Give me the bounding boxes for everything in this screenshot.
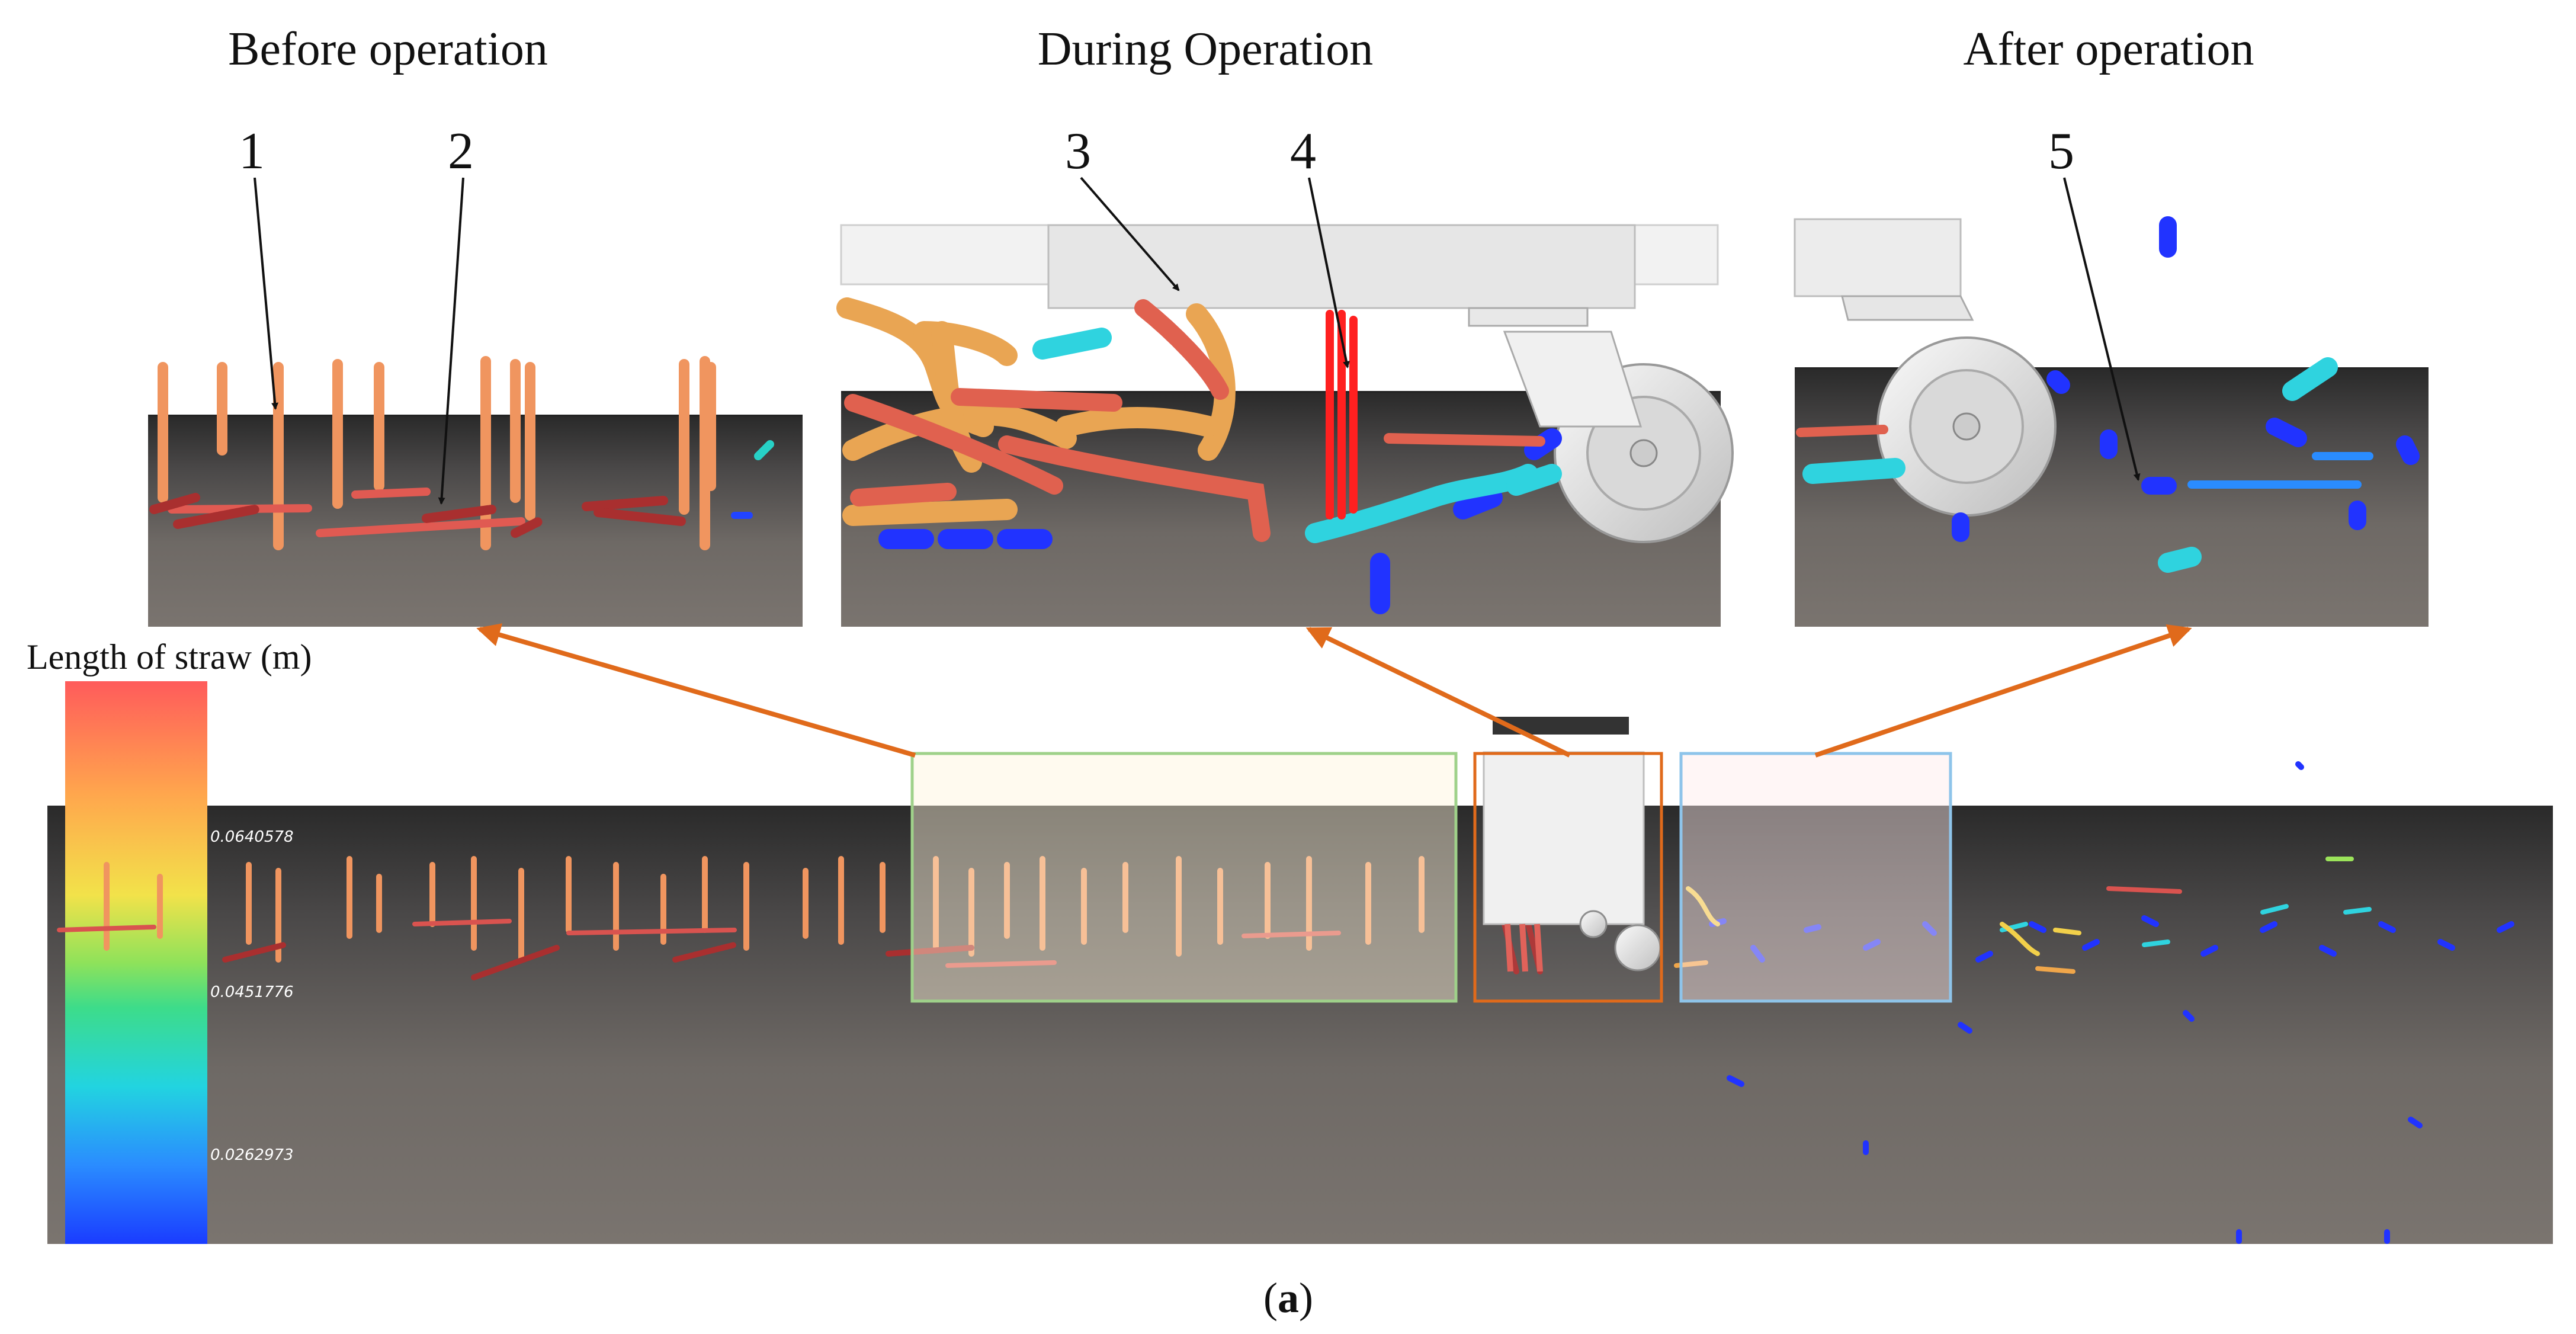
colorbar-tick-mid: 0.0451776 (210, 983, 294, 1001)
heading-before: Before operation (228, 23, 548, 75)
heading-after: After operation (1963, 23, 2254, 75)
colorbar-title: Length of straw (m) (27, 637, 312, 676)
caption-letter: a (1278, 1274, 1299, 1322)
box-after (1679, 752, 1952, 1003)
after-straws (1796, 216, 2420, 573)
box-during (1473, 752, 1663, 1003)
colorbar (65, 681, 207, 1244)
main-ground (47, 806, 2553, 1244)
callout-3: 3 (1065, 123, 1091, 180)
caption-close: ) (1299, 1274, 1313, 1322)
callout-4: 4 (1290, 123, 1316, 180)
main-straws (57, 761, 2514, 1244)
main-machine (1483, 717, 1661, 972)
colorbar-tick-high: 0.0640578 (210, 828, 294, 846)
callout-2: 2 (448, 123, 474, 180)
box-before (910, 752, 1458, 1003)
heading-during: During Operation (1037, 23, 1374, 75)
before-straws (149, 356, 774, 550)
caption-open: ( (1263, 1274, 1278, 1322)
callout-1: 1 (239, 123, 265, 180)
during-straws (836, 297, 1562, 614)
after-machine (1794, 218, 2057, 517)
colorbar-tick-low: 0.0262973 (210, 1146, 294, 1164)
callout-5: 5 (2048, 123, 2074, 180)
during-machine (840, 224, 1734, 543)
figure-caption: (a) (1263, 1274, 1313, 1323)
